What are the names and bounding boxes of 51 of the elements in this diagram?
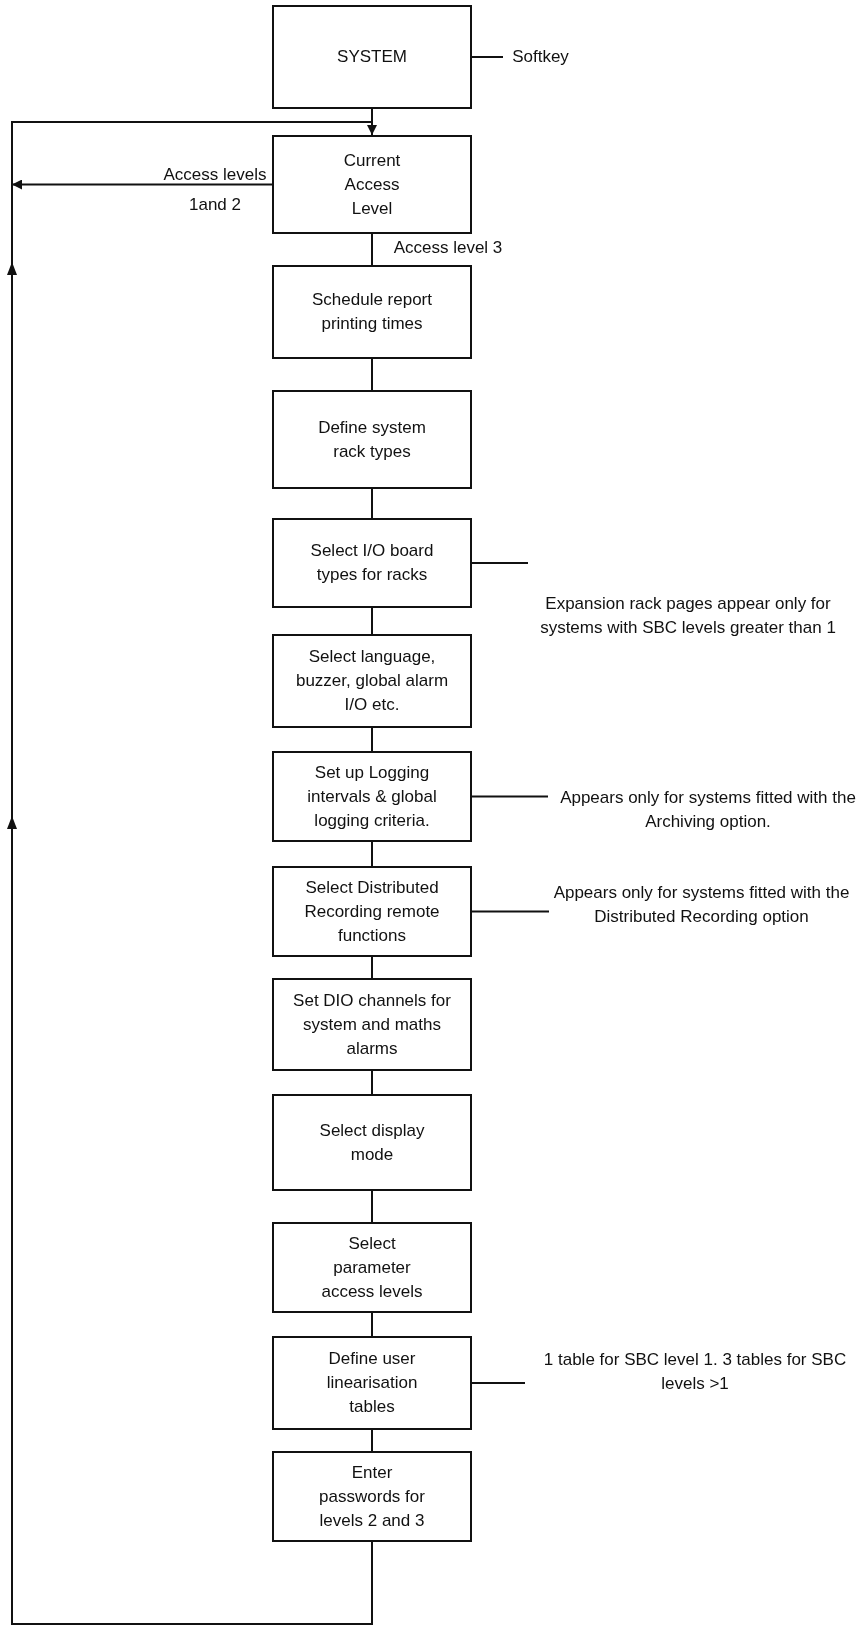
connector-line bbox=[371, 1312, 373, 1337]
step-label: Set up Logging intervals & global logging criteria. bbox=[306, 761, 438, 832]
process-box bbox=[272, 1336, 472, 1430]
connector-line bbox=[371, 727, 373, 752]
process-box bbox=[272, 5, 472, 109]
connector-line bbox=[471, 562, 529, 564]
step-label: Define system rack types bbox=[317, 416, 427, 463]
connector-line bbox=[471, 56, 504, 58]
step-label: Select Distributed Recording remote functions bbox=[303, 876, 441, 947]
edge-label: Access level 3 bbox=[392, 237, 504, 259]
process-box bbox=[272, 978, 472, 1071]
step-label: Current Access Level bbox=[342, 149, 402, 220]
process-box bbox=[272, 390, 472, 489]
connector-line bbox=[371, 1190, 373, 1223]
note-text: 1 table for SBC level 1. 3 tables for SBC levels >1 bbox=[525, 1347, 865, 1397]
connector-line bbox=[371, 358, 373, 391]
connector-line bbox=[471, 795, 549, 798]
edge-label: Access levels 1and 2 bbox=[162, 164, 268, 216]
connector-line bbox=[371, 1429, 373, 1452]
process-box bbox=[272, 634, 472, 728]
step-label: SYSTEM bbox=[337, 46, 407, 68]
process-box bbox=[272, 866, 472, 957]
note-text: Softkey bbox=[503, 45, 578, 69]
step-label: Schedule report printing times bbox=[311, 289, 433, 335]
step-label: Select display mode bbox=[318, 1119, 426, 1166]
connector-line bbox=[471, 1382, 526, 1384]
connector-line bbox=[371, 488, 373, 519]
connector-line bbox=[371, 607, 373, 635]
arrow bbox=[11, 179, 273, 190]
connector-line bbox=[371, 956, 373, 979]
note-text: Expansion rack pages appear only for systems with SBC levels greater than 1 bbox=[528, 585, 848, 647]
step-label: Set DIO channels for system and maths alarms bbox=[292, 989, 452, 1060]
process-box bbox=[272, 1222, 472, 1313]
connector-line bbox=[471, 910, 550, 913]
step-label: Select I/O board types for racks bbox=[309, 540, 435, 586]
process-box bbox=[272, 1451, 472, 1542]
process-box bbox=[272, 518, 472, 608]
step-label: Select parameter access levels bbox=[320, 1232, 424, 1303]
connector-line bbox=[371, 1070, 373, 1095]
process-box bbox=[272, 265, 472, 359]
step-label: Enter passwords for levels 2 and 3 bbox=[318, 1461, 426, 1532]
process-box bbox=[272, 135, 472, 234]
note-text: Appears only for systems fitted with the Archiving option. bbox=[548, 782, 868, 838]
step-label: Define user linearisation tables bbox=[325, 1348, 419, 1418]
process-box bbox=[272, 751, 472, 842]
connector-line bbox=[371, 233, 373, 266]
process-box bbox=[272, 1094, 472, 1191]
connector-line bbox=[371, 841, 373, 867]
arrow bbox=[11, 121, 377, 1625]
note-text: Appears only for systems fitted with the Distributed Recording option bbox=[549, 868, 854, 942]
step-label: Select language, buzzer, global alarm I/O etc. bbox=[294, 646, 450, 716]
